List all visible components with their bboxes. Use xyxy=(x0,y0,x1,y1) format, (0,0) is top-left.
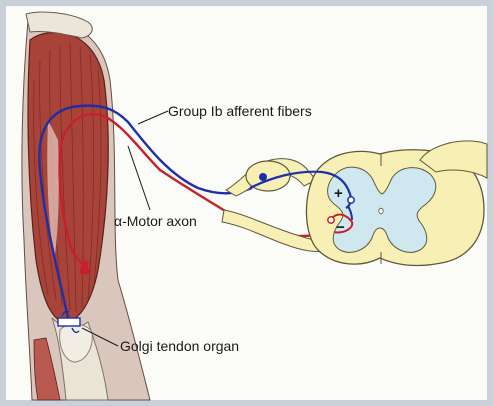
central-canal xyxy=(379,208,383,214)
interneuron-synapse xyxy=(348,197,354,203)
motor-neuron-synapse xyxy=(328,217,334,223)
gto-label: Golgi tendon organ xyxy=(120,338,239,354)
ganglion-cell-body xyxy=(259,173,267,181)
inhibitory-sign: − xyxy=(336,219,345,236)
motor-axon-label: α-Motor axon xyxy=(114,213,197,229)
afferent-label: Group Ib afferent fibers xyxy=(168,103,312,119)
excitatory-sign: + xyxy=(334,185,343,202)
